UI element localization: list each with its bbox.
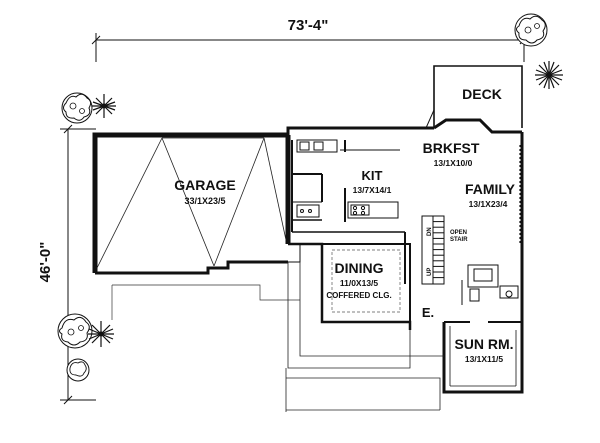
- garage-size: 33/1X23/5: [184, 196, 225, 206]
- dining-walls: [321, 232, 411, 323]
- dimension-depth-label: 46'-0": [37, 242, 54, 283]
- front-walk: [285, 262, 444, 412]
- deck-label: DECK: [462, 86, 502, 102]
- kit-size: 13/7X14/1: [353, 185, 392, 195]
- sunroom-label: SUN RM.: [454, 336, 513, 352]
- garage-outline: [92, 132, 300, 320]
- sunroom-size: 13/1X11/5: [465, 354, 504, 364]
- dining-note: COFFERED CLG.: [326, 291, 391, 300]
- kitchen-fixtures: [296, 139, 399, 219]
- family-label: FAMILY: [465, 181, 516, 197]
- stair: [421, 215, 445, 285]
- kit-label: KIT: [362, 168, 383, 183]
- tree-icon: [66, 358, 90, 382]
- dining-size: 11/0X13/5: [340, 278, 379, 288]
- stair-down-label: DN: [427, 227, 433, 236]
- deck-outline: [425, 65, 523, 129]
- shrub-icon: [92, 94, 116, 118]
- entry-label: E.: [422, 305, 434, 320]
- tree-icon: [514, 13, 548, 47]
- sunroom-walls: [442, 321, 524, 394]
- dimension-width: [91, 33, 529, 62]
- dimension-width-label: 73'-4": [288, 17, 329, 34]
- open-stair-note-2: STAIR: [450, 237, 468, 243]
- open-stair-note-1: OPEN: [450, 230, 467, 236]
- dimension-depth: [60, 124, 96, 405]
- kitchen-walls: [291, 140, 405, 233]
- garage-label: GARAGE: [174, 177, 235, 193]
- family-fixtures: [461, 145, 521, 305]
- brkfst-label: BRKFST: [423, 140, 480, 156]
- shrub-icon: [535, 61, 563, 89]
- dining-label: DINING: [335, 260, 384, 276]
- tree-icon: [61, 92, 93, 124]
- shrub-icon: [88, 321, 114, 347]
- stair-up-label: UP: [427, 268, 433, 276]
- family-size: 13/1X23/4: [469, 199, 508, 209]
- tree-icon: [57, 313, 93, 349]
- brkfst-size: 13/1X10/0: [434, 158, 473, 168]
